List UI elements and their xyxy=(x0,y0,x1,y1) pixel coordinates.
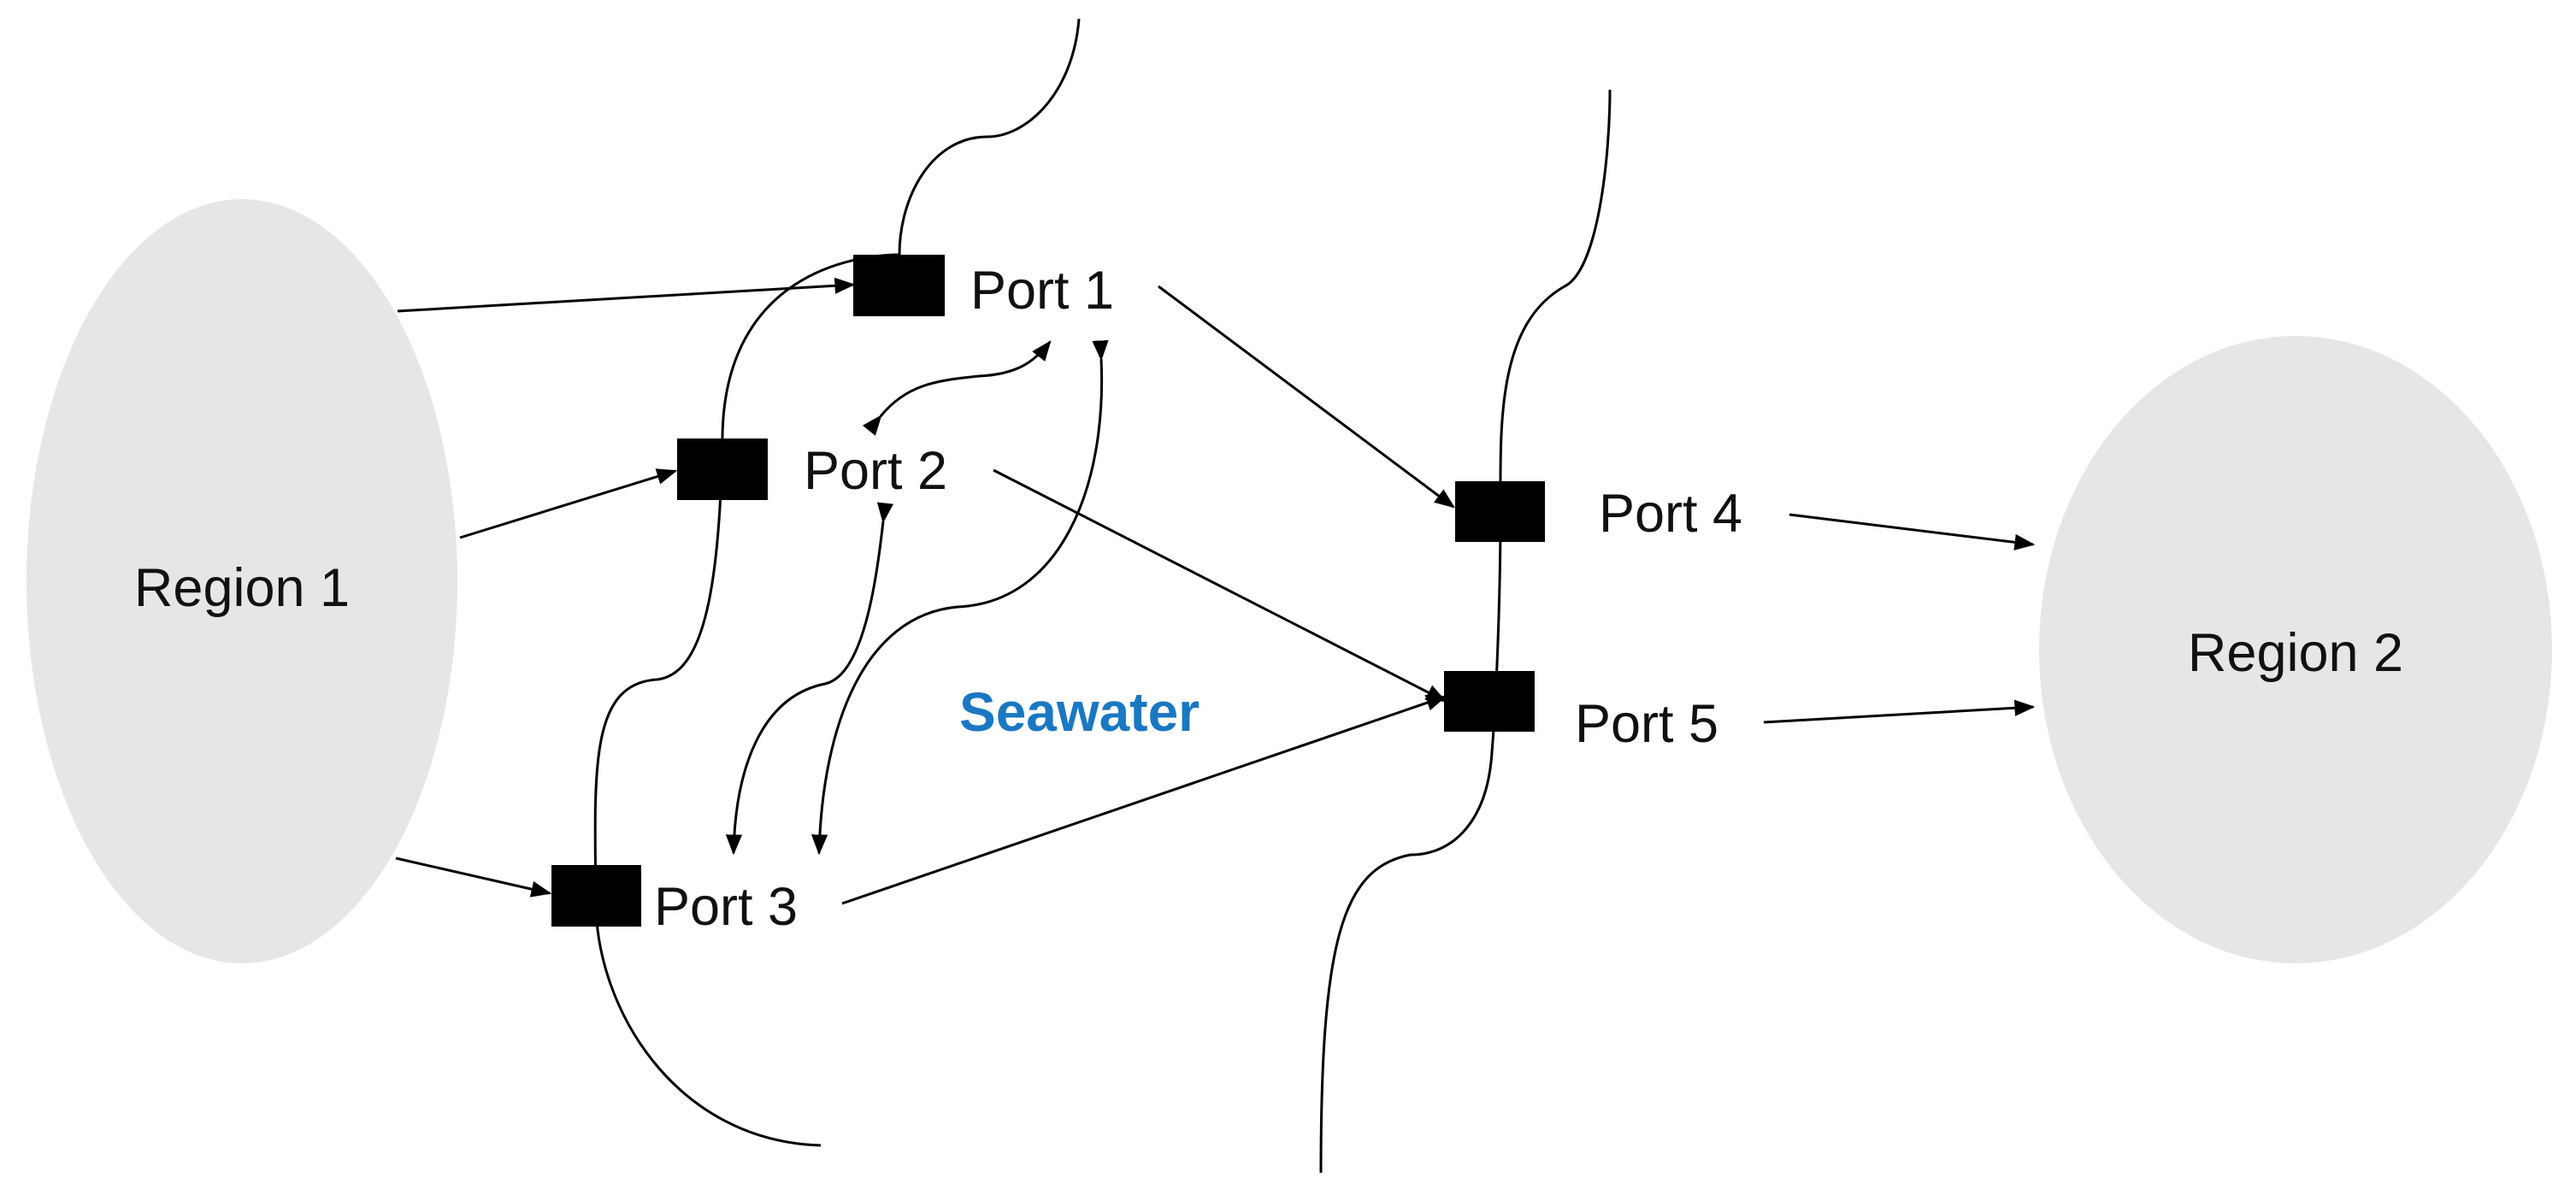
flow-port1-port3-bidirectional xyxy=(811,339,1109,856)
flow-port5-region2 xyxy=(1763,699,2036,724)
flow-region1-port1 xyxy=(397,277,856,313)
port-5-marker xyxy=(1444,671,1535,732)
flow-region1-port2 xyxy=(459,468,678,539)
coastline-left-lower xyxy=(593,253,900,1147)
port-2-label: Port 2 xyxy=(804,441,947,501)
port-5-label: Port 5 xyxy=(1575,694,1718,754)
region-1-shape xyxy=(27,199,457,963)
flow-region1-port3 xyxy=(395,856,552,898)
region-1-label: Region 1 xyxy=(134,558,350,618)
port-3-label: Port 3 xyxy=(654,877,798,937)
region-2-label: Region 2 xyxy=(2188,623,2403,683)
port-4-marker xyxy=(1455,481,1545,542)
flow-port1-port4 xyxy=(1158,285,1455,509)
port-4-label: Port 4 xyxy=(1599,484,1742,544)
port-1-label: Port 1 xyxy=(970,261,1114,321)
region-2-shape xyxy=(2039,336,2552,963)
flow-port3-port5 xyxy=(841,694,1447,905)
coastline-left-upper xyxy=(898,18,1081,256)
sea-label: Seawater xyxy=(959,681,1200,743)
port-2-marker xyxy=(677,439,768,500)
coastline-right xyxy=(1319,89,1612,1174)
flow-port4-region2 xyxy=(1789,513,2036,550)
port-3-marker xyxy=(551,865,641,927)
port-1-marker xyxy=(853,255,945,316)
